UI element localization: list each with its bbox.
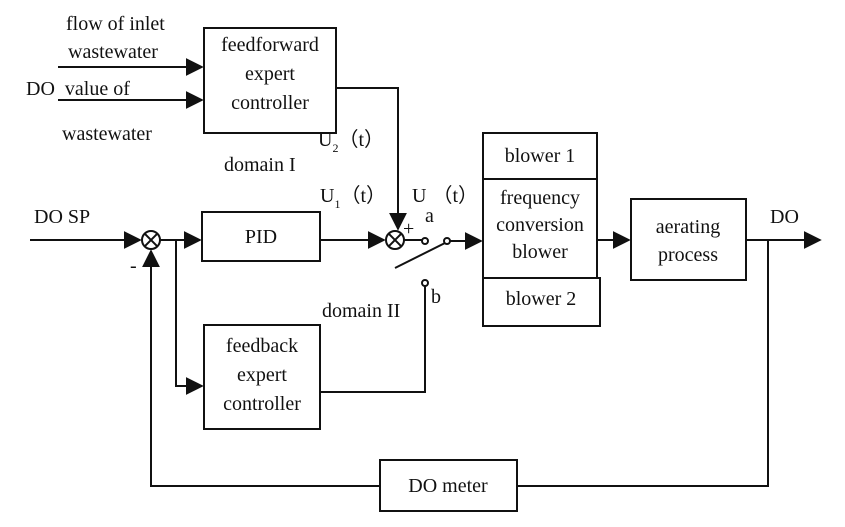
feedforward-block xyxy=(203,27,337,134)
feedback-path-right xyxy=(517,240,769,487)
aerating-block xyxy=(630,198,747,281)
do-value-label-line1: DO value of xyxy=(26,78,130,100)
pid-block xyxy=(201,211,321,262)
flow-label-line2: wastewater xyxy=(68,41,158,63)
feedback-text-2: expert xyxy=(237,364,287,386)
feedforward-text-2: expert xyxy=(245,63,295,85)
feedback-text-3: controller xyxy=(223,393,301,415)
feedback-output-line xyxy=(320,286,426,393)
feedforward-text-1: feedforward xyxy=(221,34,319,56)
do-meter-text: DO meter xyxy=(408,475,488,497)
domain1-label: domain I xyxy=(224,154,296,176)
do-value-label-line2: wastewater xyxy=(62,123,152,145)
flow-label-line1: flow of inlet xyxy=(66,13,165,35)
minus-sign: - xyxy=(130,255,137,277)
feedback-path-left xyxy=(142,249,380,487)
freq-blower-text-1: frequency xyxy=(500,187,580,209)
aerating-text-1: aerating xyxy=(656,216,720,238)
switch-a-label: a xyxy=(425,205,434,227)
freq-blower-text-2: conversion xyxy=(496,214,584,236)
freq-blower-text-3: blower xyxy=(512,241,568,263)
u2-label: U2（t） xyxy=(318,128,384,155)
switch-contact-b xyxy=(421,279,429,287)
switch-contact-left xyxy=(421,237,429,245)
feedback-block xyxy=(203,324,321,430)
do-sp-label: DO SP xyxy=(34,206,90,228)
switch-blade xyxy=(394,242,446,269)
blower2-text: blower 2 xyxy=(506,288,577,310)
do-output-label: DO xyxy=(770,206,799,228)
summing-junction-switch xyxy=(385,230,405,250)
feedback-text-1: feedback xyxy=(226,335,298,357)
aerating-text-2: process xyxy=(658,244,718,266)
pid-text: PID xyxy=(245,226,277,248)
blower2-block xyxy=(482,277,601,327)
domain2-label: domain II xyxy=(322,300,400,322)
switch-b-label: b xyxy=(431,286,441,308)
to-feedback-arrow xyxy=(175,240,204,395)
u1-label: U1（t） xyxy=(320,184,386,211)
u-label: U（t） xyxy=(412,184,478,207)
u2-signal-line xyxy=(336,87,407,231)
blower1-text: blower 1 xyxy=(505,145,576,167)
summing-junction-main xyxy=(141,230,161,250)
feedforward-text-3: controller xyxy=(231,92,309,114)
plus-sign: + xyxy=(403,218,414,240)
